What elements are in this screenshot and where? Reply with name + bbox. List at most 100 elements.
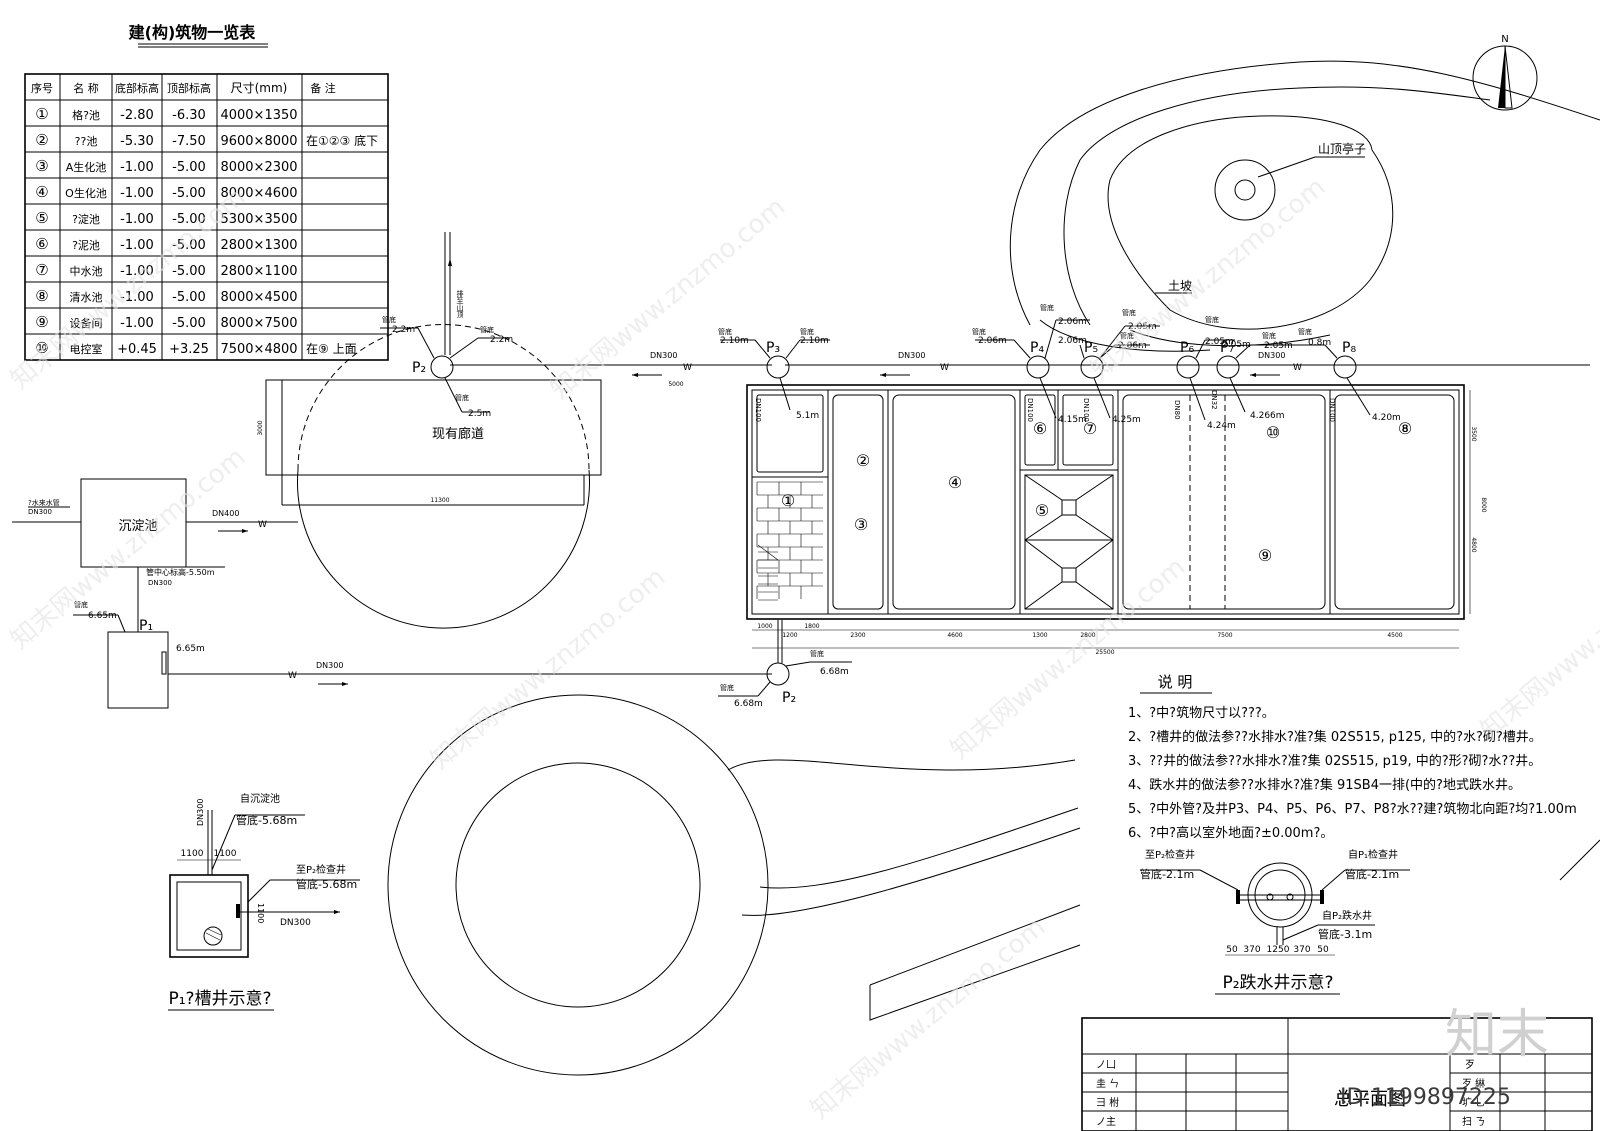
label-corridor: 现有廊道 [432, 426, 484, 442]
pipe-w-c: W [1293, 363, 1302, 373]
table-cell: ⑦ [35, 261, 48, 279]
note-3: 3、??井的做法参??水排水?准?集 02S515, p19, 中的?形?砌?水… [1128, 753, 1541, 769]
table-header-no: 序号 [31, 81, 53, 95]
tb-right-2: 歹 綝 [1462, 1077, 1485, 1090]
elev-p3-label-l: 管底 [718, 327, 732, 336]
elev-p2b-right: 6.68m [820, 667, 849, 677]
pipe-dn100-a: DN100 [754, 398, 762, 422]
pipe-dn100-b: DN100 [1026, 398, 1034, 422]
elev-p1-right: 6.65m [176, 644, 205, 654]
table-cell: 8000×4500 [220, 290, 297, 305]
well-p2-top: P₂ [412, 360, 426, 376]
elev-p5-top: 2.05m [1128, 322, 1157, 332]
elev-p8-label: 管底 [1298, 327, 1312, 336]
table-cell: -5.00 [172, 290, 206, 305]
table-cell: 设备间 [70, 316, 103, 330]
table-cell: 在⑨ 上面 [306, 342, 357, 356]
d1-dn300-top: DN300 [196, 799, 205, 826]
elev-p4-top: 2.06m [1058, 317, 1087, 327]
table-cell: ③ [35, 157, 48, 175]
elev-p3-down: 5.1m [796, 411, 819, 421]
table-title: 建(构)筑物一览表 [129, 23, 257, 42]
tank-3: ③ [854, 515, 868, 534]
d2-d2: 370 [1243, 945, 1260, 955]
elev-p4-label-t: 管底 [1040, 303, 1054, 312]
label-pipe-center: 管中心标高-5.50m [146, 567, 215, 577]
note-4: 4、跌水井的做法参??水排水?准?集 91SB4一排(中的?地式跌水井。 [1128, 777, 1521, 793]
table-cell: -1.00 [120, 238, 154, 253]
table-cell: -1.00 [120, 290, 154, 305]
d1-w2: 1100 [214, 849, 237, 859]
elev-p7-down: 4.266m [1250, 411, 1285, 421]
tb-right-1: 歹 [1465, 1060, 1475, 1071]
watermark-id: ID:1199897225 [1340, 1085, 1511, 1110]
well-p6: P₆ [1180, 340, 1194, 356]
d2-d1: 50 [1226, 945, 1238, 955]
tb-label-2: 圭 ㄣ [1096, 1077, 1119, 1090]
roads [387, 694, 1600, 1076]
table-cell: -7.50 [172, 134, 206, 149]
elev-p2-left: 2.2m [392, 325, 415, 335]
table-cell: ⑧ [35, 287, 48, 305]
tank-7: ⑦ [1083, 419, 1097, 438]
pipe-dn300-a: DN300 [650, 351, 677, 360]
table-cell: 9600×8000 [220, 134, 297, 149]
pipe-dn32: DN32 [1210, 390, 1218, 410]
table-cell: 格?池 [72, 108, 100, 122]
table-cell: ⑩ [35, 339, 48, 357]
elev-p1-label: 管底 [74, 600, 88, 609]
hill-outline: 山顶亭子 土坡 [1009, 60, 1600, 352]
table-cell: 4000×1350 [220, 108, 297, 123]
table-header-top: 顶部标高 [167, 81, 211, 95]
well-p2-bottom: P₂ [782, 690, 796, 706]
table-cell: -5.00 [172, 160, 206, 175]
table-cell: ??池 [75, 135, 98, 148]
table-cell: +0.45 [117, 342, 157, 357]
dim-total: 25500 [1095, 649, 1114, 656]
watermark-text-7: 知末网www.znzmo.com [1475, 532, 1600, 745]
elev-p2-down: 2.5m [468, 409, 491, 419]
label-settling-pond: 沉淀池 [118, 519, 157, 534]
table-cell: O生化池 [65, 186, 107, 200]
pipe-w-e: W [288, 671, 297, 681]
d1-title: P₁?槽井示意? [168, 989, 271, 1009]
table-cell: 7500×4800 [220, 342, 297, 357]
elev-p2-label-l: 管底 [382, 315, 396, 324]
elev-p2-label-r: 管底 [480, 325, 494, 334]
table-cell: -1.00 [120, 212, 154, 227]
table-cell: 2800×1100 [220, 264, 297, 279]
elev-p5-right: 2.06m [1118, 341, 1147, 351]
elev-p4-label-l: 管底 [972, 327, 986, 336]
d1-to-elev: 管底-5.68m [296, 877, 357, 891]
manholes: P₂ 管底 2.2m 管底 2.2m 管底 2.5m P₃ 管底 2.10m 管… [380, 303, 1401, 709]
table-cell: 中水池 [70, 265, 103, 278]
table-cell: 在①②③ 底下 [306, 133, 378, 148]
elev-p5-left: 2.06m [1058, 336, 1087, 346]
dim-corridor-h: 3000 [257, 420, 264, 435]
dim-8000: 8000 [1480, 497, 1487, 512]
notes: 说 明 1、?中?筑物尺寸以???。 2、?槽井的做法参??水排水?准?集 02… [1128, 673, 1577, 841]
d1-from: 自沉淀池 [240, 792, 280, 805]
tb-right-4: 扫 ㄋ [1462, 1115, 1485, 1128]
d2-from-elev: 管底-2.1m [1345, 867, 1399, 881]
pipe-w-b: W [940, 363, 949, 373]
table-cell: -1.00 [120, 160, 154, 175]
pipe-dn300-d: DN300 [316, 661, 343, 670]
tb-label-4: ノ主 [1096, 1116, 1116, 1128]
d2-d4: 370 [1293, 945, 1310, 955]
elev-p8-down: 4.20m [1372, 413, 1401, 423]
d2-from2: 自P₂跌水井 [1322, 909, 1372, 922]
table-cell: ?淀池 [72, 212, 100, 226]
note-2: 2、?槽井的做法参??水排水?准?集 02S515, p125, 中的?水?砌?… [1128, 729, 1542, 745]
note-6: 6、?中?高以室外地面?±0.00m?。 [1128, 825, 1333, 841]
table-cell: -6.30 [172, 108, 206, 123]
north-label: N [1501, 34, 1508, 45]
d2-from2-elev: 管底-3.1m [1318, 927, 1372, 941]
elev-p3-left: 2.10m [720, 336, 749, 346]
well-p5: P₅ [1084, 340, 1098, 356]
dim-2800: 2800 [1080, 632, 1095, 639]
d2-to: 至P₂检查井 [1145, 848, 1195, 861]
elev-p7-left: 2.05m [1222, 340, 1251, 350]
